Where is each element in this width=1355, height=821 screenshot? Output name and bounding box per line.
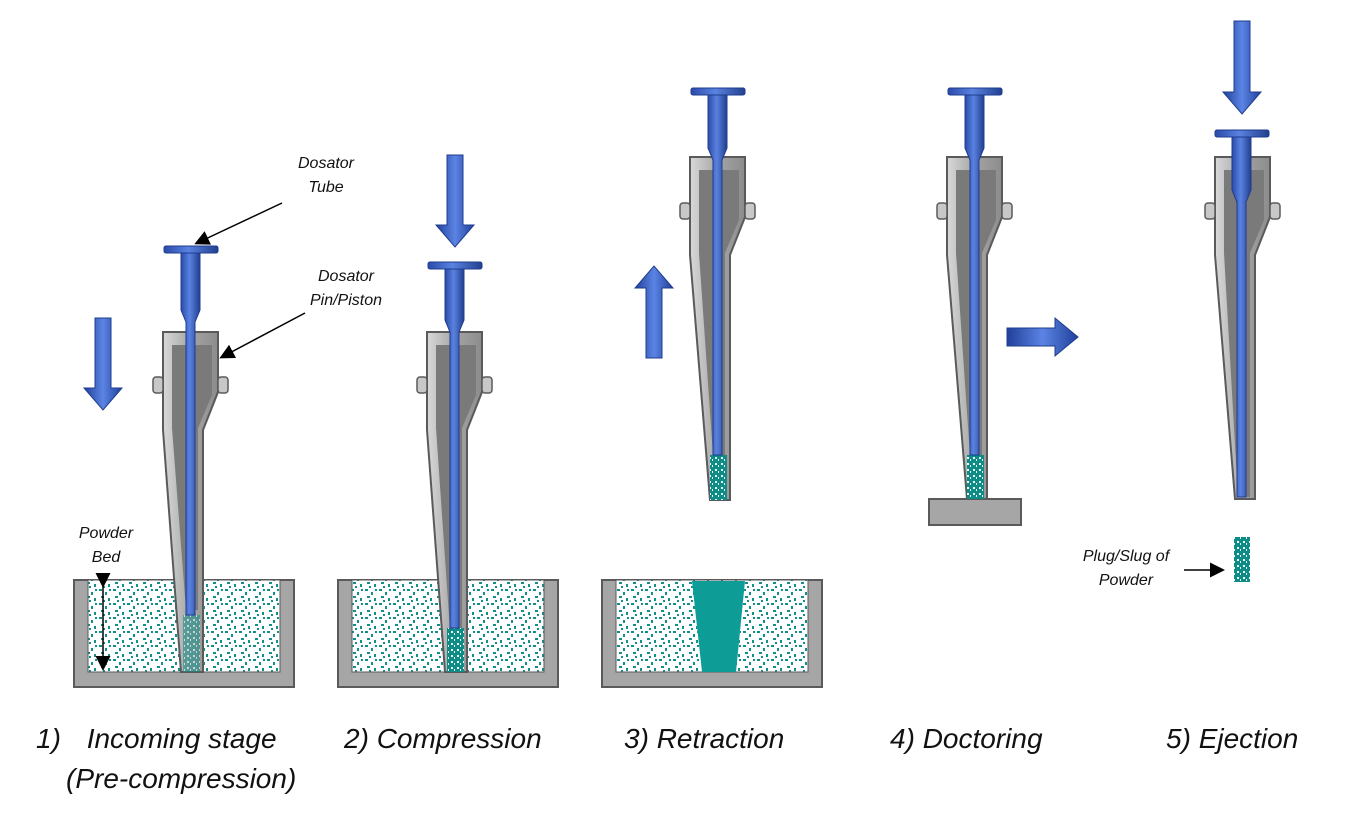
stage-1-subcaption: (Pre-compression) [66,763,297,794]
doctoring-plate [928,498,1022,526]
stage-5-illustration [1184,20,1281,582]
plug-slug-label: Plug/Slug of Powder [1082,548,1170,589]
dosator-piston [690,87,746,456]
stage-1-illustration [73,202,306,688]
stage-1-label: Incoming stage [86,723,277,754]
dosator-pin-label: Dosator Pin/Piston [309,268,383,309]
stage-4-caption: 4) Doctoring [890,723,1043,755]
dosator-tube-pointer [194,202,283,245]
stage-3-caption: 3) Retraction [624,723,784,755]
powder-bed-container [601,579,823,688]
powder-bed-label: Powder Bed [78,525,134,566]
stage-4-number: 4) [890,723,915,754]
powder-plug [183,615,200,672]
powder-plug [967,455,984,499]
stage-5-number: 5) [1166,723,1191,754]
dosator-piston [427,261,483,629]
stage-4-label: Doctoring [922,723,1043,754]
dosator-piston [1214,129,1270,498]
dosator-piston [947,87,1003,456]
up-arrow-icon [633,265,675,359]
powder-cavity [692,581,745,672]
stage-3-illustration [601,87,823,688]
down-arrow-icon [434,154,476,248]
dosator-piston [163,245,219,616]
down-arrow-icon [82,317,124,411]
powder-plug [710,455,727,500]
stage-1-caption: 1) Incoming stage [36,723,277,755]
stage-5-caption: 5) Ejection [1166,723,1298,755]
stage-3-number: 3) [624,723,649,754]
right-arrow-icon [1006,316,1079,358]
stage-2-illustration [337,154,559,688]
stage-1-number: 1) [36,723,61,754]
stage-3-label: Retraction [656,723,785,754]
stage-2-number: 2) [344,723,369,754]
stage-4-illustration [928,87,1079,526]
powder-plug [447,628,464,672]
down-arrow-icon [1221,20,1263,115]
dosator-pin-pointer [219,312,306,359]
stage-2-caption: 2) Compression [344,723,542,755]
dosator-tube-label: Dosator Tube [297,155,355,196]
ejected-powder-plug [1234,537,1250,582]
stage-5-label: Ejection [1198,723,1299,754]
stage-2-label: Compression [376,723,542,754]
